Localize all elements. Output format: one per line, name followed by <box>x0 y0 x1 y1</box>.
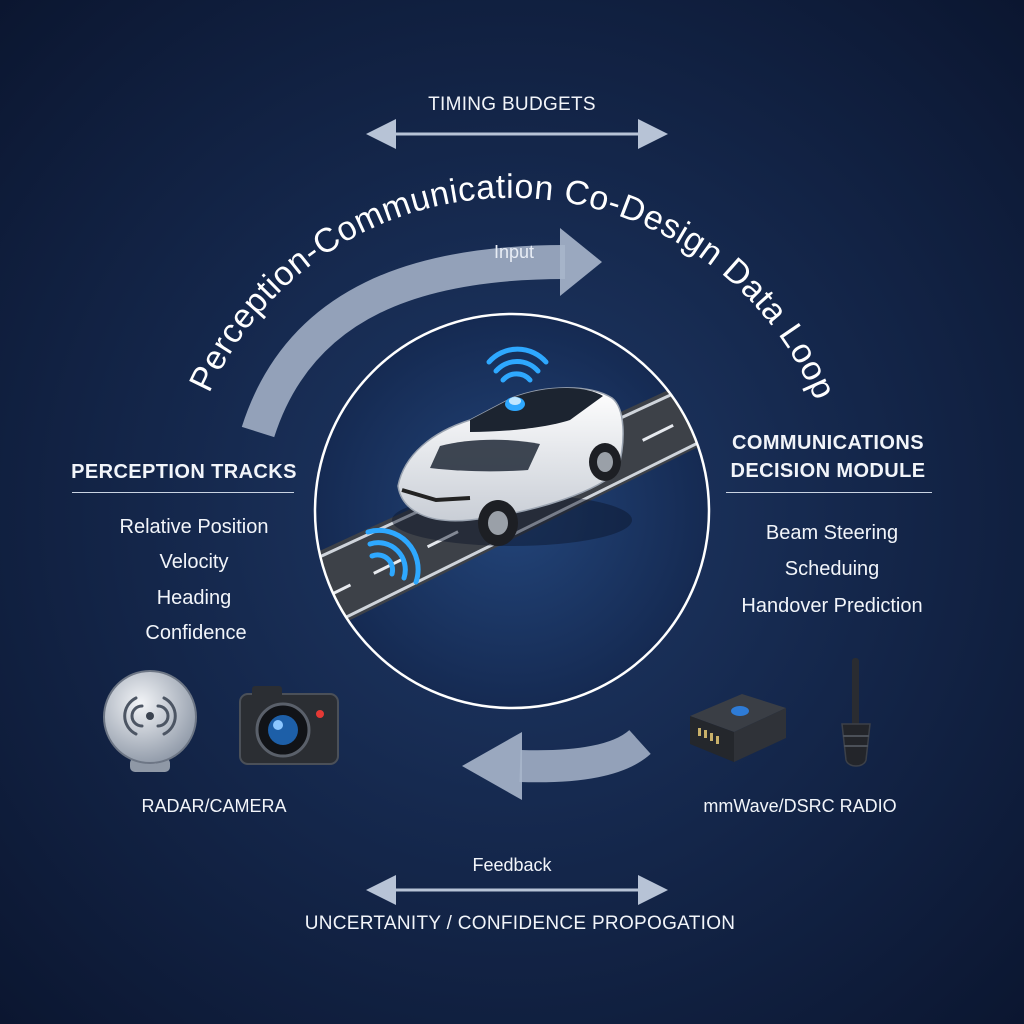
radio-label: mmWave/DSRC RADIO <box>703 796 897 816</box>
radar-camera-label: RADAR/CAMERA <box>141 796 287 816</box>
vehicle-scene <box>313 312 711 710</box>
comm-item-beam-steering: Beam Steering <box>765 522 899 544</box>
perception-item-relative-position: Relative Position <box>119 516 269 538</box>
camera-icon <box>239 686 339 765</box>
car-icon <box>392 387 632 546</box>
comm-decision-divider <box>726 492 932 493</box>
comm-decision-title-line1: COMMUNICATIONS <box>732 432 924 454</box>
perception-tracks-divider <box>72 492 294 493</box>
radar-dish-icon <box>103 670 197 772</box>
input-label: Input <box>493 242 535 262</box>
perception-item-confidence: Confidence <box>145 622 247 644</box>
comm-item-scheduling: Scheduing <box>784 558 880 580</box>
antenna-icon <box>841 658 871 767</box>
perception-tracks-title: PERCEPTION TRACKS <box>71 461 297 483</box>
comm-item-handover-prediction: Handover Prediction <box>741 595 923 617</box>
input-arrow <box>241 228 602 438</box>
comm-decision-title-line2: DECISION MODULE <box>730 460 926 482</box>
feedback-label: Feedback <box>472 855 552 875</box>
wifi-signal-icon <box>486 346 549 383</box>
perception-item-velocity: Velocity <box>159 551 229 573</box>
road-signal-icon <box>365 527 421 585</box>
perception-item-heading: Heading <box>156 587 232 609</box>
feedback-arrow <box>462 729 651 800</box>
timing-budgets-label: TIMING BUDGETS <box>428 94 596 115</box>
radio-module-icon <box>690 694 786 762</box>
uncertainty-propagation-label: UNCERTANITY / CONFIDENCE PROPOGATION <box>304 913 736 934</box>
